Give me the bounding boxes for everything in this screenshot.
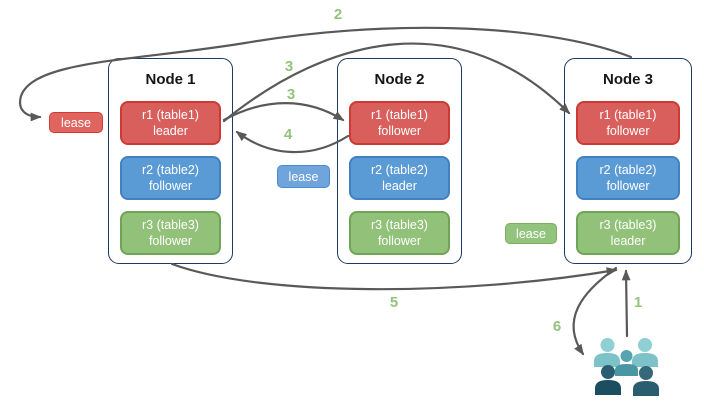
lease-badge-r2: lease <box>277 165 330 188</box>
step-label-3b: 3 <box>286 86 296 103</box>
replica-role: leader <box>382 179 417 193</box>
step-label-2: 2 <box>333 6 343 23</box>
node-2-replica-r1: r1 (table1) follower <box>349 101 450 145</box>
node-2: Node 2 r1 (table1) follower r2 (table2) … <box>337 58 462 264</box>
node-3-replica-r1: r1 (table1) follower <box>576 101 680 145</box>
node-2-replica-r2: r2 (table2) leader <box>349 156 450 200</box>
node-1: Node 1 r1 (table1) leader r2 (table2) fo… <box>108 58 233 264</box>
replica-name: r2 (table2) <box>371 162 428 177</box>
step-label-3a: 3 <box>284 58 294 75</box>
replica-role: leader <box>610 234 646 248</box>
node-1-replica-r3: r3 (table3) follower <box>120 211 221 255</box>
replica-role: follower <box>377 234 422 248</box>
node-3-replica-r2: r2 (table2) follower <box>576 156 680 200</box>
step-label-4: 4 <box>283 126 293 143</box>
node-3-replica-r3: r3 (table3) leader <box>576 211 680 255</box>
replica-name: r1 (table1) <box>599 107 657 122</box>
replica-name: r3 (table3) <box>142 217 199 232</box>
replica-role: follower <box>148 179 193 193</box>
node-1-replica-r2: r2 (table2) follower <box>120 156 221 200</box>
step-label-1: 1 <box>633 294 643 311</box>
step-label-6: 6 <box>552 318 562 335</box>
replica-name: r1 (table1) <box>371 107 428 122</box>
node-1-title: Node 1 <box>145 71 196 88</box>
replica-name: r3 (table3) <box>599 217 657 232</box>
replica-role: follower <box>606 179 650 193</box>
arrow-5 <box>170 262 618 291</box>
replica-role: follower <box>148 234 193 248</box>
step-label-5: 5 <box>389 294 399 311</box>
replica-name: r3 (table3) <box>371 217 428 232</box>
node-2-replica-r3: r3 (table3) follower <box>349 211 450 255</box>
lease-badge-r3: lease <box>505 223 557 244</box>
replica-role: follower <box>606 124 650 138</box>
replica-name: r2 (table2) <box>142 162 199 177</box>
node-3: Node 3 r1 (table1) follower r2 (table2) … <box>564 58 692 264</box>
replica-name: r1 (table1) <box>142 107 199 122</box>
arrow-3b <box>222 102 345 122</box>
replica-role: leader <box>153 124 188 138</box>
arrow-6 <box>572 266 618 356</box>
replica-role: follower <box>377 124 422 138</box>
users-group-icon <box>594 338 659 396</box>
node-1-replica-r1: r1 (table1) leader <box>120 101 221 145</box>
replica-name: r2 (table2) <box>599 162 657 177</box>
node-3-title: Node 3 <box>602 71 653 88</box>
node-2-title: Node 2 <box>374 71 425 88</box>
arrow-1 <box>621 269 631 338</box>
lease-badge-r1: lease <box>49 112 103 133</box>
